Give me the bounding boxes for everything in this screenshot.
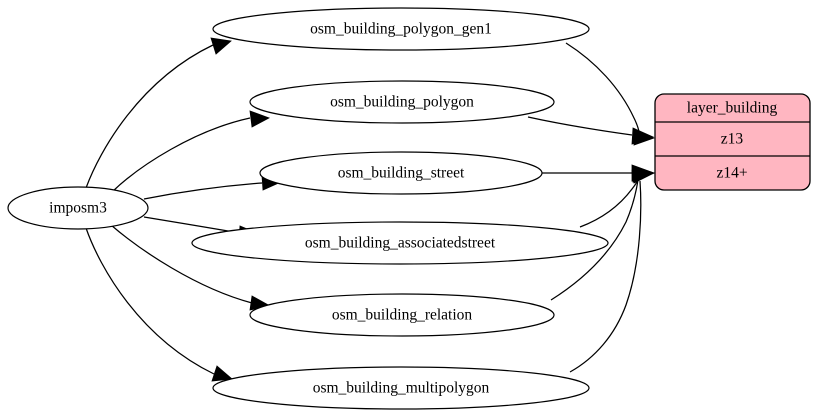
node-osm-building-polygon[interactable]: osm_building_polygon [249,80,555,124]
edge-relation-to-z14 [550,179,639,301]
node-osm-building-relation[interactable]: osm_building_relation [249,293,555,337]
node-osm-building-relation-shape[interactable] [249,293,555,337]
node-osm-building-multipolygon-label: osm_building_multipolygon [313,380,490,397]
arrowhead-multipolygon-to-z14 [631,171,656,184]
node-osm-building-associatedstreet[interactable]: osm_building_associatedstreet [191,221,609,265]
node-osm-building-street-shape[interactable] [259,151,543,195]
edge-imposm3-to-associatedstreet [143,216,241,234]
node-osm-building-associatedstreet-label: osm_building_associatedstreet [305,235,496,252]
node-osm-building-polygon-gen1[interactable]: osm_building_polygon_gen1 [212,7,590,51]
edge-imposm3-to-street [143,182,263,200]
arrowhead-polygon-to-z13 [631,127,655,145]
arrowhead-imposm3-to-multipolygon [211,365,233,382]
node-imposm3-shape[interactable] [7,186,149,230]
edge-imposm3-to-relation [110,224,253,304]
node-layer-building[interactable]: layer_building z13 z14+ [654,93,811,191]
node-osm-building-relation-label: osm_building_relation [332,307,473,324]
node-osm-building-multipolygon-shape[interactable] [212,366,590,410]
node-layer-building-box[interactable] [654,93,811,191]
node-osm-building-polygon-label: osm_building_polygon [330,94,474,111]
edge-imposm3-to-polygon-gen1 [85,44,214,189]
edge-associatedstreet-to-z14 [579,174,642,228]
node-osm-building-associatedstreet-shape[interactable] [191,221,609,265]
record-row-z14-label: z14+ [716,165,747,182]
node-osm-building-polygon-gen1-shape[interactable] [212,7,590,51]
arrowhead-imposm3-to-polygon [249,110,270,128]
record-row-z13-label: z13 [721,131,744,148]
record-row-title-label: layer_building [687,100,778,117]
edge-polygon-to-z13 [527,116,633,136]
edge-imposm3-to-polygon [111,117,251,193]
arrowhead-imposm3-to-polygon-gen1 [210,37,232,55]
node-imposm3-label: imposm3 [49,200,107,217]
edge-imposm3-to-multipolygon [85,227,215,375]
node-osm-building-street-label: osm_building_street [338,165,465,182]
node-osm-building-polygon-gen1-label: osm_building_polygon_gen1 [310,21,492,38]
node-osm-building-street[interactable]: osm_building_street [259,151,543,195]
edge-multipolygon-to-z14 [569,180,642,373]
edge-polygon-gen1-to-z13 [565,42,641,137]
node-osm-building-polygon-shape[interactable] [249,80,555,124]
edge-group-tables-to-layer [527,42,656,373]
node-imposm3[interactable]: imposm3 [7,186,149,230]
node-osm-building-multipolygon[interactable]: osm_building_multipolygon [212,366,590,410]
